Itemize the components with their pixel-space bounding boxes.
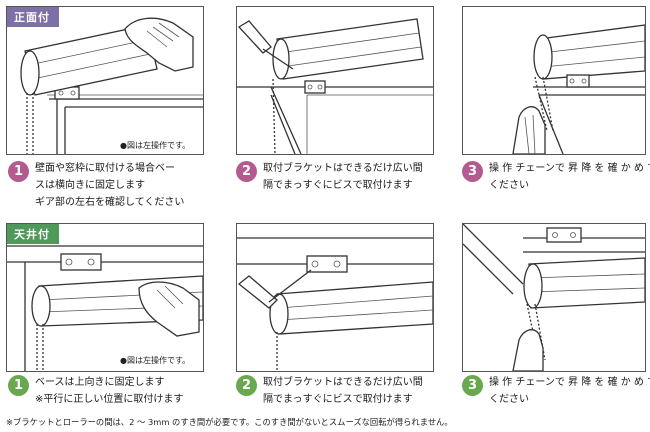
ceiling-step-1: 1 ベースは上向きに固定します ※平行に正しい位置に取付けます — [8, 374, 183, 408]
step-number-badge: 1 — [8, 375, 29, 396]
front-screw-drawing — [237, 18, 433, 154]
illustration-front-1 — [6, 6, 204, 155]
front-chain-operate-drawing — [512, 24, 645, 154]
ceiling-step-2: 2 取付ブラケットはできるだけ広い間 隔でまっすぐにビスで取付けます — [236, 374, 423, 408]
step-number-badge: 2 — [236, 161, 257, 182]
step-number-badge: 2 — [236, 375, 257, 396]
ceiling-screw-drawing — [237, 237, 433, 371]
front-step-1: 1 壁面や窓枠に取付ける場合ベー スは横向きに固定します ギア部の左右を確認して… — [8, 160, 184, 211]
illustration-ceiling-3 — [462, 223, 646, 372]
step-text: 取付ブラケットはできるだけ広い間 隔でまっすぐにビスで取付けます — [263, 163, 423, 191]
footnote: ※ブラケットとローラーの間は、2 ～ 3mm のすき間が必要です。このすき間がな… — [6, 417, 453, 427]
front-step-3: 3 操 作 チェーンで 昇 降 を 確 か め て ください — [462, 160, 650, 194]
front-step-2: 2 取付ブラケットはできるだけ広い間 隔でまっすぐにビスで取付けます — [236, 160, 423, 194]
step-number-badge: 3 — [462, 375, 483, 396]
front-mount-tag: 正面付 — [7, 7, 59, 27]
illustration-ceiling-2 — [236, 223, 434, 372]
illustration-ceiling-1 — [6, 223, 204, 372]
front-roller-push-drawing — [20, 17, 203, 154]
illustration-front-2 — [236, 6, 434, 155]
step-text: 操 作 チェーンで 昇 降 を 確 か め て ください — [489, 163, 650, 191]
ceiling-operation-note: ●図は左操作です。 — [120, 356, 191, 365]
step-text: 壁面や窓枠に取付ける場合ベー スは横向きに固定します ギア部の左右を確認してくだ… — [35, 163, 185, 208]
ceiling-chain-operate-drawing — [463, 224, 645, 371]
illustration-front-3 — [462, 6, 646, 155]
step-text: 取付ブラケットはできるだけ広い間 隔でまっすぐにビスで取付けます — [263, 377, 423, 405]
step-text: 操 作 チェーンで 昇 降 を 確 か め て ください — [489, 377, 650, 405]
step-number-badge: 1 — [8, 161, 29, 182]
ceiling-roller-push-drawing — [7, 245, 203, 371]
ceiling-mount-tag: 天井付 — [7, 224, 59, 244]
front-operation-note: ●図は左操作です。 — [120, 141, 191, 150]
step-text: ベースは上向きに固定します ※平行に正しい位置に取付けます — [35, 377, 184, 405]
step-number-badge: 3 — [462, 161, 483, 182]
ceiling-step-3: 3 操 作 チェーンで 昇 降 を 確 か め て ください — [462, 374, 650, 408]
